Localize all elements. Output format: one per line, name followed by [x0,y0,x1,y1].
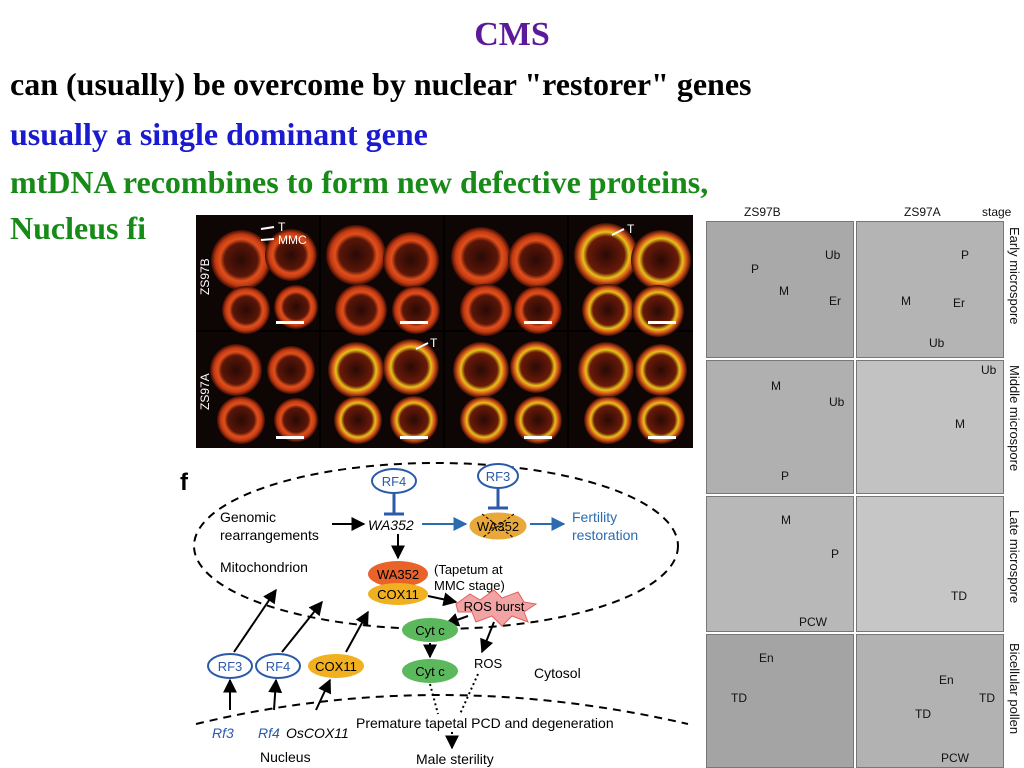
em-label: TD [951,589,967,603]
stage-label-middle: Middle microspore [1007,365,1022,472]
em-label: TD [979,691,995,705]
em-label: P [831,547,840,561]
cytc-mito-label: Cyt c [415,623,445,638]
em-cell-late-zs97a: TD [856,496,1004,632]
wa352-gene-label: WA352 [368,517,414,533]
em-label: P [751,262,760,276]
em-label: TD [915,707,931,721]
ros-burst-label: ROS burst [464,599,525,614]
cox11-nuclear-label: COX11 [315,659,357,674]
em-label: M [781,513,791,527]
em-label: Er [829,294,841,308]
rf4-protein-bottom: RF4 [266,659,291,674]
slide-title: CMS [474,16,550,53]
em-label: En [759,651,774,665]
pcd-label: Premature tapetal PCD and degeneration [356,715,614,731]
tapetum-line1: (Tapetum at [434,562,503,577]
em-cell-early-zs97b: Ub P M Er [706,221,854,358]
em-label: Ub [929,336,945,350]
row-label-zs97a: ZS97A [198,373,212,410]
em-col-header-stage: stage [982,205,1012,219]
rf4-gene-label: Rf4 [258,725,280,741]
nucleus-line: Nucleus fi [10,210,146,246]
genomic-label: Genomic [220,509,276,525]
nucleus-label: Nucleus [260,749,311,765]
fluorescence-micrograph-panel: ZS97B ZS97A T MMC T T [196,215,693,448]
em-label: M [771,379,781,393]
cytc-cytosol-label: Cyt c [415,664,445,679]
em-label: PCW [941,751,969,765]
em-label: M [901,294,911,308]
wa352-protein-label: WA352 [377,567,419,582]
rearrangements-label: rearrangements [220,527,319,543]
em-cell-middle-zs97b: M Ub P [706,360,854,494]
row-label-zs97b: ZS97B [198,258,212,295]
em-label: PCW [799,615,827,629]
em-cell-middle-zs97a: Ub M [856,360,1004,494]
em-label: En [939,673,954,687]
stage-label-late: Late microspore [1007,510,1022,604]
rf3-protein-top: RF3 [486,469,511,484]
rf3-gene-label: Rf3 [212,725,234,741]
em-cell-bicellular-zs97a: En TD TD PCW [856,634,1004,768]
annotation-mmc: MMC [278,233,307,247]
cms-pathway-diagram: f RF4 RF3 Genomic rearrangements WA352 W… [180,462,689,767]
stage-label-early: Early microspore [1007,227,1022,325]
tapetum-line2: MMC stage) [434,578,505,593]
single-dominant-gene-line: usually a single dominant gene [10,116,428,152]
em-cell-bicellular-zs97b: En TD [706,634,854,768]
rf4-protein-top: RF4 [382,474,407,489]
rf3-protein-bottom: RF3 [218,659,243,674]
em-col-header-zs97b: ZS97B [744,205,781,219]
em-col-header-zs97a: ZS97A [904,205,941,219]
mtdna-recombines-line: mtDNA recombines to form new defective p… [10,164,709,200]
em-label: Ub [981,363,997,377]
em-label: M [955,417,965,431]
male-sterility-label: Male sterility [416,751,494,767]
em-label: P [781,469,790,483]
em-cell-late-zs97b: M P PCW [706,496,854,632]
fluorescence-micrograph-image [196,215,693,448]
em-label: Ub [825,248,841,262]
em-cell-early-zs97a: P M Er Ub [856,221,1004,358]
em-label: P [961,248,970,262]
annotation-t: T [278,220,286,234]
annotation-t: T [430,336,438,350]
cytosol-label: Cytosol [534,665,581,681]
stage-label-bicellular: Bicellular pollen [1007,643,1022,735]
annotation-t: T [627,222,635,236]
mitochondrion-label: Mitochondrion [220,559,308,575]
restoration-label: restoration [572,527,638,543]
em-label: Er [953,296,965,310]
fertility-label: Fertility [572,509,617,525]
em-label: TD [731,691,747,705]
em-label: Ub [829,395,845,409]
restorer-genes-line: can (usually) be overcome by nuclear "re… [10,66,752,102]
em-label: M [779,284,789,298]
em-micrograph-grid: ZS97B ZS97A stage Ub P M Er P M Er Ub M … [704,205,1024,768]
cox11-protein-label: COX11 [377,587,419,602]
panel-letter-f: f [180,469,189,496]
oscox11-gene-label: OsCOX11 [286,725,349,741]
ros-label: ROS [474,656,503,671]
